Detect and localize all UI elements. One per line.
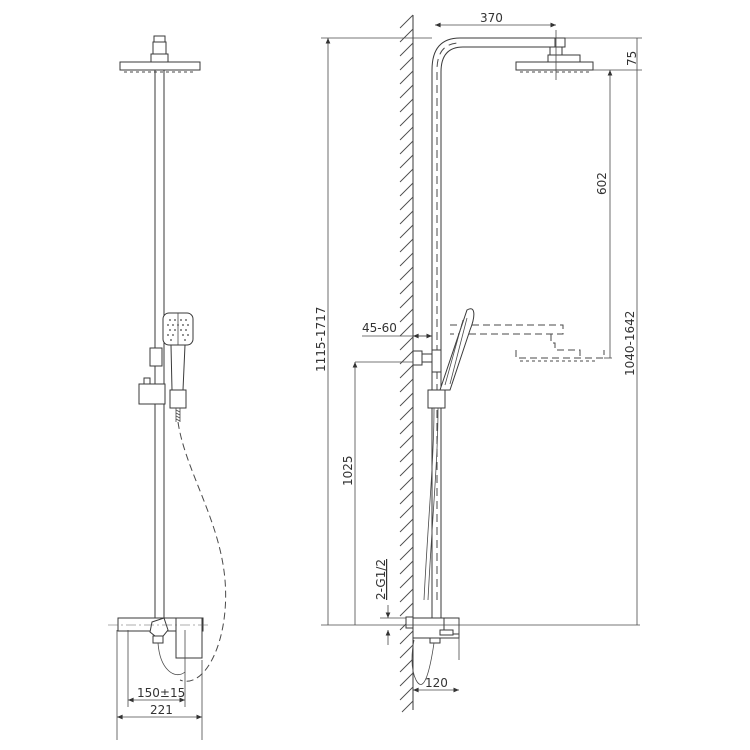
dim-wall-gap: 45-60 — [362, 321, 397, 335]
dim-head-height: 1040-1642 — [623, 311, 637, 376]
side-mixer — [405, 616, 460, 685]
front-mixer — [108, 617, 210, 676]
side-riser-arm — [431, 30, 594, 620]
dim-arm-projection: 370 — [480, 11, 503, 25]
dim-outlet-height: 1025 — [341, 455, 355, 486]
side-head-lowered-ghost — [450, 324, 605, 362]
front-head-shower — [119, 35, 201, 73]
dim-total-height: 1115-1717 — [314, 307, 328, 372]
dim-mixer-width: 221 — [150, 703, 173, 717]
side-dimensions — [321, 22, 642, 693]
front-riser-pipe — [154, 70, 165, 620]
front-hand-shower — [138, 312, 194, 422]
side-wall-bracket — [412, 349, 442, 373]
front-hose — [177, 421, 227, 682]
side-hand-shower — [423, 308, 475, 601]
dim-head-adjust: 602 — [595, 172, 609, 195]
wall-hatch — [399, 14, 414, 713]
dim-connection: 2-G1/2 — [374, 559, 388, 600]
front-dimensions — [116, 630, 203, 740]
side-view: 370 75 602 45-60 1115-1717 1040-1642 102… — [314, 11, 642, 713]
dim-head-thickness: 75 — [625, 51, 639, 66]
dim-inlet-spacing: 150±15 — [137, 686, 185, 700]
front-view: 150±15 221 — [108, 35, 227, 740]
dim-mixer-depth: 120 — [425, 676, 448, 690]
